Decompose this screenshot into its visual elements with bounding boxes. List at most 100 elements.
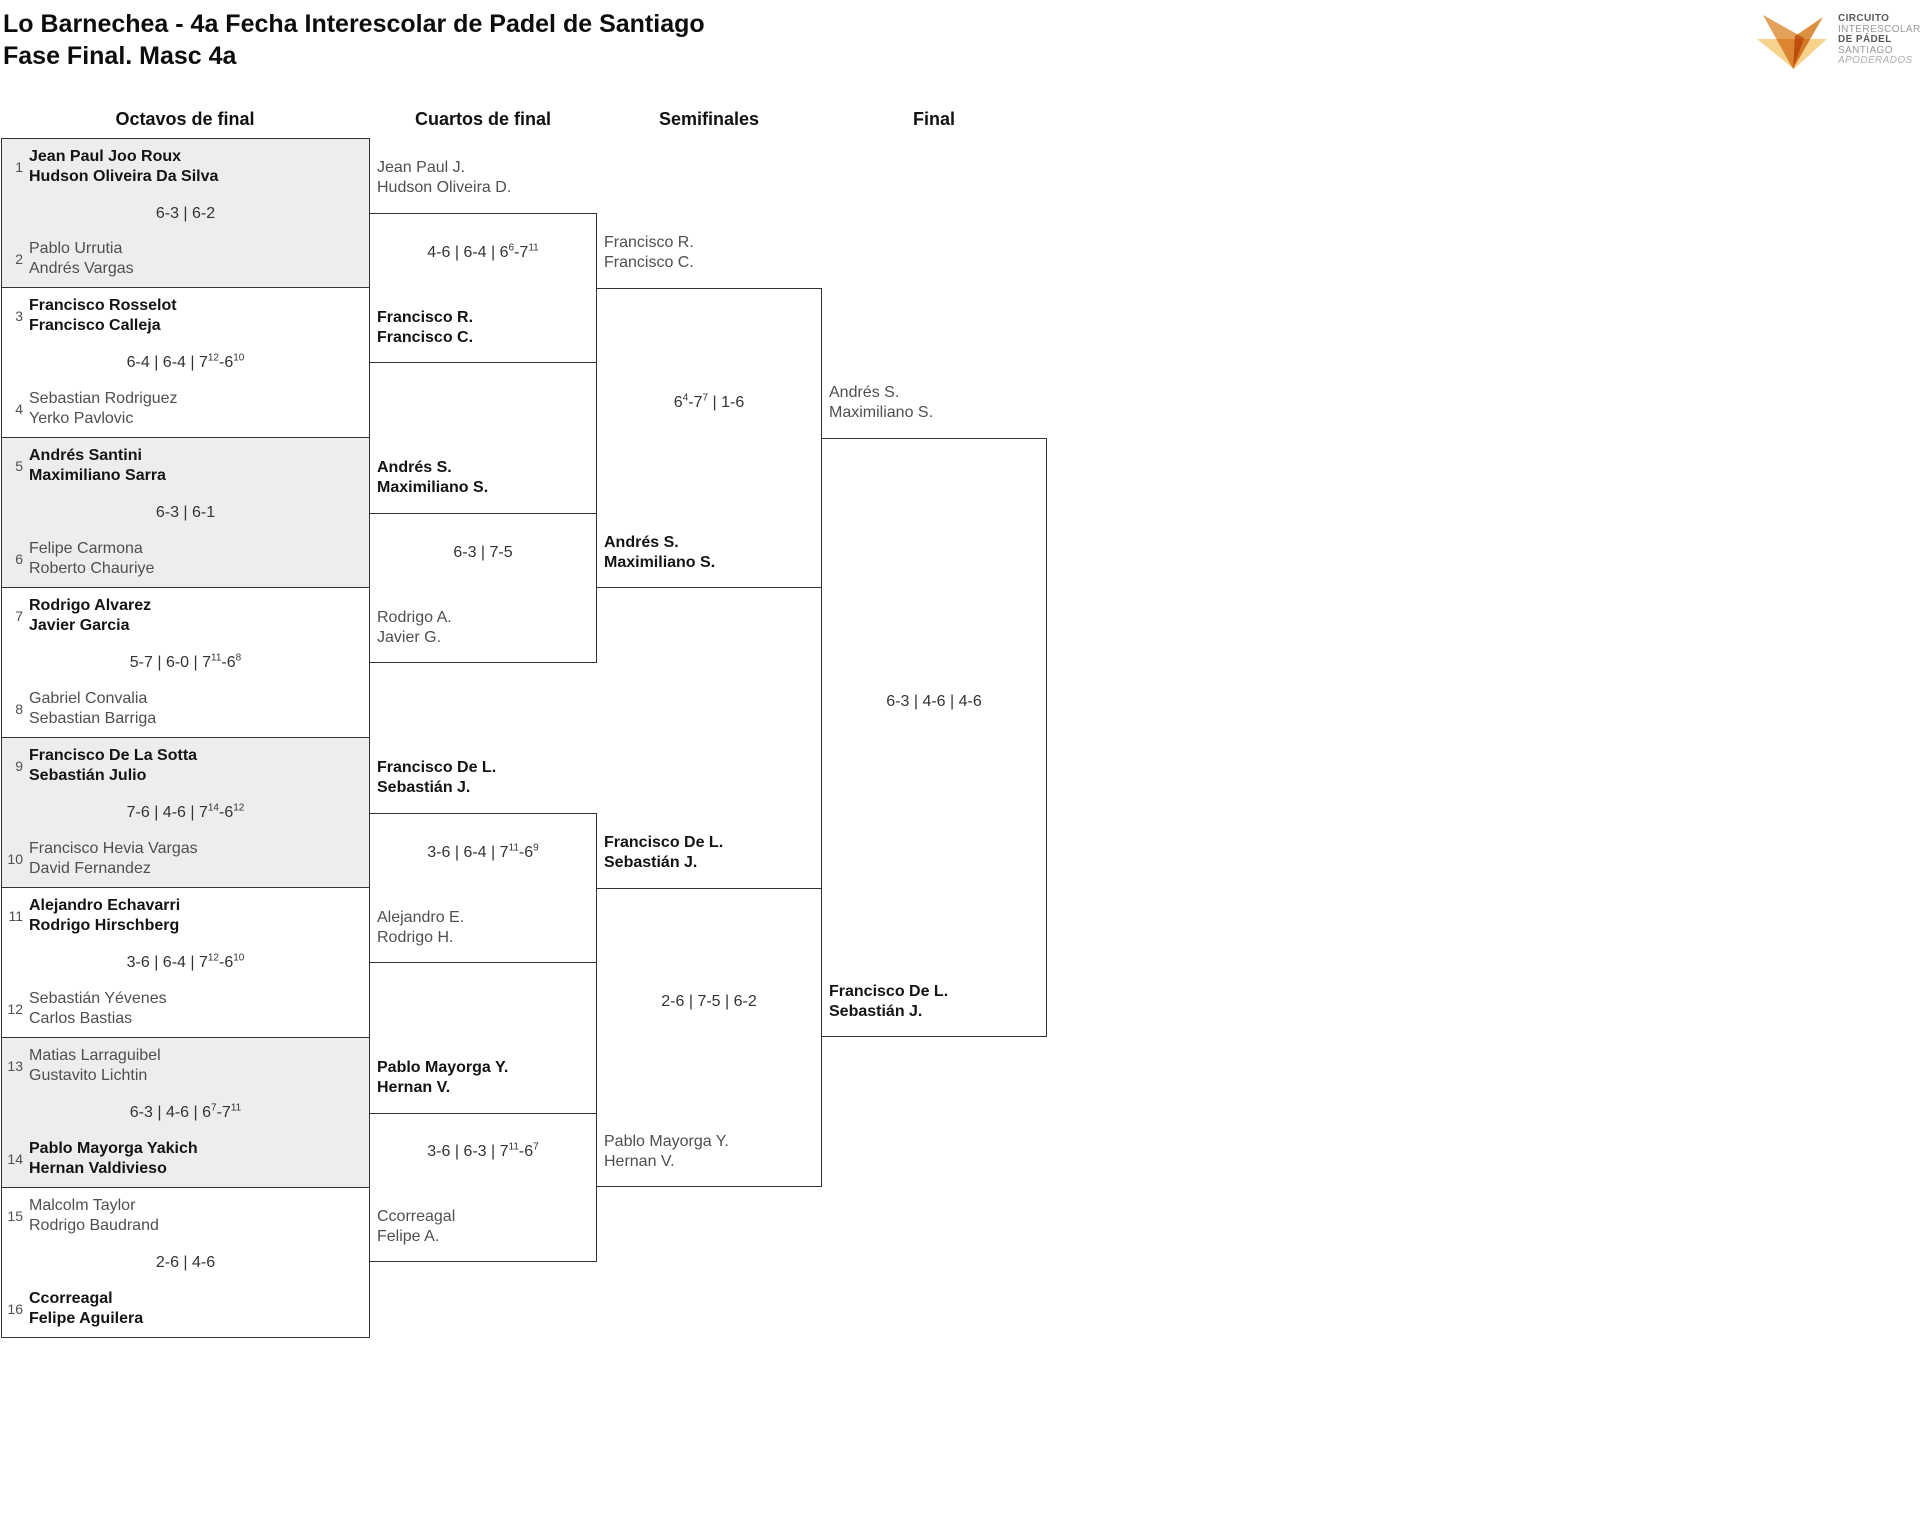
seed-number: 16 — [7, 1301, 23, 1317]
player-name: David Fernandez — [29, 860, 151, 877]
qf1-team-2: Francisco R. Francisco C. — [377, 308, 473, 348]
page-title: Lo Barnechea - 4a Fecha Interescolar de … — [3, 8, 705, 72]
player-name: Pablo Mayorga Yakich — [29, 1140, 198, 1157]
player-name: Felipe Aguilera — [29, 1310, 144, 1327]
qf4-score: 3-6 | 6-3 | 711-67 — [427, 1141, 539, 1160]
sf2-team-1: Francisco De L. Sebastián J. — [604, 833, 723, 873]
round-of-16-column: 1 Jean Paul Joo Roux Hudson Oliveira Da … — [1, 138, 370, 1338]
team-pair: Matias Larraguibel Gustavito Lichtin — [29, 1046, 161, 1086]
sf1-team-2: Andrés S. Maximiliano S. — [604, 533, 715, 573]
team-pair: Jean Paul Joo Roux Hudson Oliveira Da Si… — [29, 147, 218, 187]
qf2-score: 6-3 | 7-5 — [453, 544, 513, 561]
player-name: Sebastian Barriga — [29, 710, 157, 727]
team-pair: Andrés Santini Maximiliano Sarra — [29, 446, 166, 486]
player-name: Carlos Bastias — [29, 1010, 133, 1027]
player-name: Andrés Santini — [29, 447, 142, 464]
player-name: Pablo Mayorga Y. — [604, 1133, 729, 1150]
player-name: Ccorreagal — [29, 1290, 113, 1307]
column-header-final: Final — [912, 109, 955, 129]
player-name: Hernan V. — [377, 1079, 451, 1096]
player-name: Yerko Pavlovic — [29, 410, 134, 427]
seed-number: 10 — [7, 851, 23, 867]
player-name: Alejandro E. — [377, 909, 465, 926]
player-name: Pablo Urrutia — [29, 240, 123, 257]
match-score: 6-3 | 4-6 | 67-711 — [129, 1102, 242, 1121]
player-name: Sebastián Julio — [29, 767, 147, 784]
player-name: Gustavito Lichtin — [29, 1067, 148, 1084]
final-score: 6-3 | 4-6 | 4-6 — [886, 693, 982, 710]
player-name: Sebastián J. — [604, 854, 698, 871]
player-name: Alejandro Echavarri — [29, 897, 181, 914]
logo-line-interescolar: INTERESCOLAR — [1838, 23, 1920, 35]
qf3-team-2: Alejandro E. Rodrigo H. — [377, 908, 464, 948]
qf-match-4-box — [369, 1113, 597, 1262]
match-score: 7-6 | 4-6 | 714-612 — [126, 802, 245, 821]
sf-match-2-box — [596, 888, 822, 1187]
player-name: Francisco De L. — [604, 834, 724, 851]
player-name: Maximiliano Sarra — [29, 467, 166, 484]
player-name: Francisco C. — [604, 254, 694, 271]
final-team-1: Andrés S. Maximiliano S. — [829, 383, 933, 423]
team-pair: Alejandro Echavarri Rodrigo Hirschberg — [29, 896, 180, 936]
seed-number: 4 — [15, 401, 23, 417]
logo-wordmark: CIRCUITO INTERESCOLAR DE PÁDEL SANTIAGO … — [1838, 13, 1920, 67]
player-name: Gabriel Convalia — [29, 690, 148, 707]
team-pair: Malcolm Taylor Rodrigo Baudrand — [29, 1196, 159, 1236]
player-name: Francisco C. — [377, 329, 474, 346]
seed-number: 1 — [15, 159, 23, 175]
player-name: Sebastián J. — [829, 1003, 923, 1020]
player-name: Andrés S. — [604, 534, 679, 551]
player-name: Francisco Hevia Vargas — [29, 840, 198, 857]
match-score: 6-4 | 6-4 | 712-610 — [126, 352, 245, 371]
player-name: Malcolm Taylor — [29, 1197, 136, 1214]
qf2-team-1: Andrés S. Maximiliano S. — [377, 458, 488, 498]
final-team-2: Francisco De L. Sebastián J. — [829, 982, 948, 1022]
column-header-octavos: Octavos de final — [115, 109, 255, 129]
player-name: Hudson Oliveira D. — [377, 179, 512, 196]
team-pair: Sebastián Yévenes Carlos Bastias — [29, 989, 167, 1029]
qf1-score: 4-6 | 6-4 | 66-711 — [427, 242, 539, 261]
player-name: Matias Larraguibel — [29, 1047, 161, 1064]
seed-number: 2 — [15, 251, 23, 267]
seed-number: 9 — [15, 758, 23, 774]
team-pair: Francisco Hevia Vargas David Fernandez — [29, 839, 198, 879]
player-name: Rodrigo Hirschberg — [29, 917, 180, 934]
team-pair: Gabriel Convalia Sebastian Barriga — [29, 689, 156, 729]
seed-number: 3 — [15, 308, 23, 324]
player-name: Roberto Chauriye — [29, 560, 155, 577]
sf1-team-1: Francisco R. Francisco C. — [604, 233, 694, 273]
player-name: Francisco De La Sotta — [29, 747, 198, 764]
player-name: Andrés S. — [377, 459, 452, 476]
qf3-score: 3-6 | 6-4 | 711-69 — [427, 842, 539, 861]
column-header-semifinales: Semifinales — [658, 109, 760, 129]
player-name: Andrés Vargas — [29, 260, 134, 277]
title-line-2: Fase Final. Masc 4a — [3, 42, 237, 70]
player-name: Maximiliano S. — [829, 404, 934, 421]
logo-line-de-padel: DE PÁDEL — [1838, 34, 1892, 45]
r16-match-7: 13 Matias Larraguibel Gustavito Lichtin … — [1, 1038, 370, 1188]
team-pair: Francisco De La Sotta Sebastián Julio — [29, 746, 197, 786]
player-name: Rodrigo A. — [377, 609, 452, 626]
player-name: Hudson Oliveira Da Silva — [29, 168, 219, 185]
team-pair: Pablo Urrutia Andrés Vargas — [29, 239, 134, 279]
seed-number: 7 — [15, 608, 23, 624]
player-name: Sebastián Yévenes — [29, 990, 167, 1007]
player-name: Francisco R. — [604, 234, 694, 251]
r16-match-6: 11 Alejandro Echavarri Rodrigo Hirschber… — [1, 888, 370, 1038]
player-name: Jean Paul Joo Roux — [29, 148, 182, 165]
title-line-1: Lo Barnechea - 4a Fecha Interescolar de … — [3, 10, 705, 38]
player-name: Maximiliano S. — [604, 554, 716, 571]
match-score: 5-7 | 6-0 | 711-68 — [129, 652, 242, 671]
match-score: 6-3 | 6-2 — [155, 205, 216, 222]
team-pair: Ccorreagal Felipe Aguilera — [29, 1289, 143, 1329]
qf4-team-2: Ccorreagal Felipe A. — [377, 1207, 455, 1247]
seed-number: 13 — [7, 1058, 23, 1074]
seed-number: 14 — [7, 1151, 23, 1167]
team-pair: Francisco Rosselot Francisco Calleja — [29, 296, 177, 336]
qf2-team-2: Rodrigo A. Javier G. — [377, 608, 452, 648]
player-name: Rodrigo Baudrand — [29, 1217, 159, 1234]
player-name: Rodrigo H. — [377, 929, 454, 946]
player-name: Andrés S. — [829, 384, 900, 401]
sf2-team-2: Pablo Mayorga Y. Hernan V. — [604, 1132, 729, 1172]
